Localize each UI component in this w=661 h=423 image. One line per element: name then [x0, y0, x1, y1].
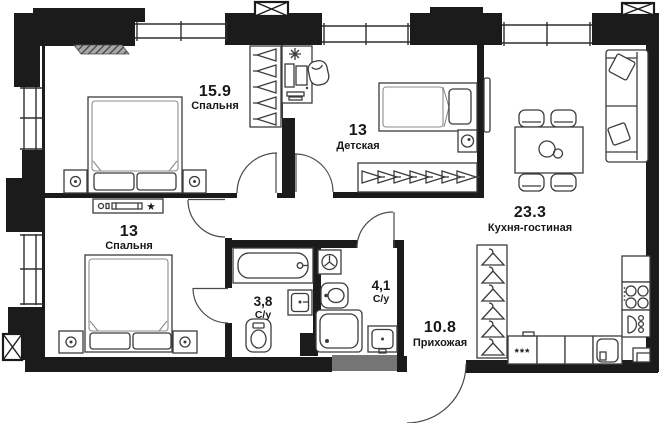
room-labels: 15.9 Спальня 13 Детская 23.3 Кухня-гости…: [105, 83, 572, 349]
room-label-name-bath-big: С/у: [373, 293, 390, 305]
door-nursery: [294, 153, 334, 193]
shaft-x-icon-top-right: [620, 1, 656, 17]
doors: [187, 152, 467, 423]
window-top-nursery: [322, 23, 410, 45]
window-left-bedroom2: [20, 234, 44, 305]
dining-table: [514, 109, 584, 192]
shaft-x-icon-top-center: [253, 0, 290, 18]
shower: [315, 309, 363, 353]
tv-console: ★: [92, 198, 164, 214]
window-left-bedroom1: [20, 87, 44, 150]
wardrobe-hangers: [249, 45, 282, 128]
dishwasher-symbols: ***: [515, 347, 531, 359]
room-label-name-hallway: Прихожая: [413, 337, 467, 349]
nightstand-lamp: [172, 330, 198, 354]
oven: [621, 309, 651, 338]
desk-workplace: [281, 45, 313, 104]
room-label-area-kitchen: 23.3: [514, 204, 546, 221]
single-bed: [378, 82, 478, 132]
washing-machine: [317, 249, 342, 275]
bathroom-sink: [367, 325, 398, 354]
room-label-area-bedroom1: 15.9: [199, 83, 231, 100]
cabinet: [536, 335, 566, 365]
bathroom-sink: [287, 289, 313, 316]
desk-chair: [307, 60, 330, 86]
nightstand-lamp: [58, 330, 84, 354]
bedroom2-furniture: ★: [58, 198, 198, 354]
toilet: [320, 282, 349, 309]
room-label-name-bedroom1: Спальня: [191, 100, 239, 112]
corner-cabinet: [632, 347, 651, 363]
room-label-area-bedroom2: 13: [120, 223, 138, 240]
kitchen-counter: ***: [507, 255, 651, 365]
pillow: [607, 122, 631, 146]
room-label-area-hallway: 10.8: [424, 319, 456, 336]
room-label-name-kitchen: Кухня-гостиная: [488, 222, 572, 234]
shaft-x-icon-bottom-left: [1, 332, 24, 362]
door-ensuite-bath: [192, 287, 229, 324]
room-label-area-nursery: 13: [349, 122, 367, 139]
cabinet: [564, 335, 594, 365]
star-decor-icon: ★: [147, 202, 156, 212]
door-bathroom-big: [356, 211, 395, 249]
kitchen-living-furniture: ***: [476, 49, 651, 365]
room-label-name-nursery: Детская: [336, 140, 379, 152]
nursery-furniture: [281, 45, 481, 193]
window-top-kitchen: [502, 22, 592, 46]
sofa: [605, 49, 649, 163]
fridge: [621, 255, 651, 283]
bathroom-big-fixtures: [315, 249, 398, 354]
room-label-area-bath-small: 3,8: [254, 294, 273, 309]
interior-walls: [45, 45, 484, 359]
window-top-bedroom: [135, 21, 228, 41]
hallway-wardrobe-hangers: [476, 244, 508, 359]
bedroom1-furniture: [63, 44, 282, 194]
bathroom-small-fixtures: [232, 247, 314, 353]
room-label-name-bath-small: С/у: [255, 309, 272, 321]
dishwasher: ***: [507, 331, 538, 365]
stove-burners: [621, 281, 651, 311]
double-bed: [87, 96, 183, 194]
door-bedroom1: [236, 152, 278, 194]
door-bedroom2: [187, 198, 226, 238]
exterior-walls: [6, 7, 659, 373]
bathtub: [232, 247, 314, 284]
room-label-name-bedroom2: Спальня: [105, 240, 153, 252]
nightstand-clock: [457, 129, 478, 153]
room-label-area-bath-big: 4,1: [372, 278, 391, 293]
door-entrance: [406, 363, 467, 423]
ac-unit-icon: [73, 44, 130, 55]
double-bed: [84, 254, 173, 353]
pillow: [608, 53, 636, 81]
windows: [20, 21, 592, 305]
nightstand-lamp: [182, 169, 207, 194]
kitchen-sink: [592, 335, 623, 365]
tv-icon: [483, 77, 491, 133]
wardrobe-hangers: [357, 162, 481, 193]
plant-icon: [289, 48, 301, 60]
toilet: [245, 318, 272, 353]
nightstand-lamp: [63, 169, 88, 194]
